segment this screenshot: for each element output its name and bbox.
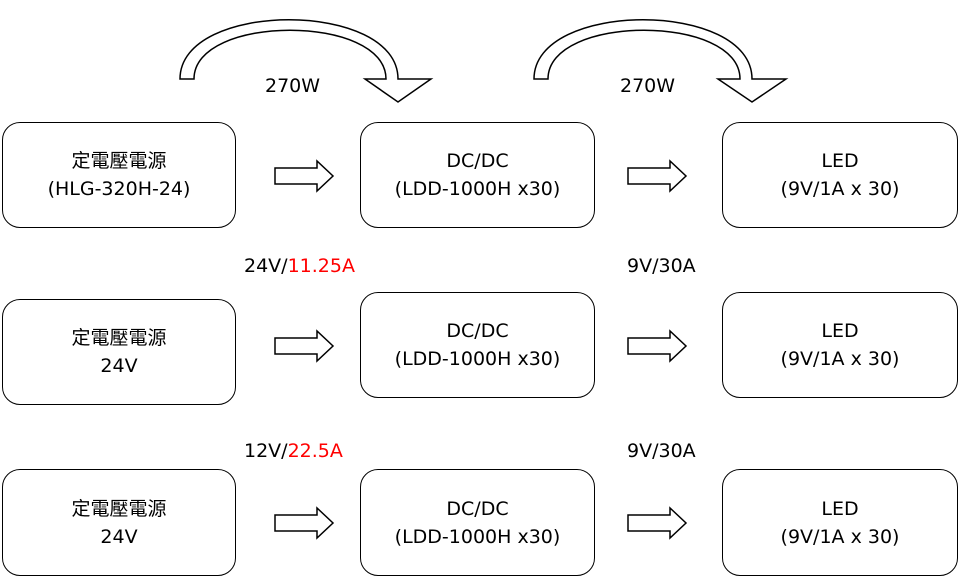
- converter-name: DC/DC: [446, 150, 509, 172]
- converter-box-row2: DC/DC (LDD-1000H x30): [360, 292, 595, 398]
- led-box-row2: LED (9V/1A x 30): [722, 292, 958, 398]
- power-supply-box-row1: 定電壓電源 (HLG-320H-24): [2, 122, 236, 228]
- led-box-row3: LED (9V/1A x 30): [722, 469, 958, 576]
- converter-model: (LDD-1000H x30): [394, 178, 561, 200]
- power-supply-name: 定電壓電源: [71, 150, 167, 172]
- power-supply-voltage: 24V: [100, 525, 138, 548]
- voltage-text: 12V/: [244, 440, 288, 462]
- converter-name: DC/DC: [446, 320, 509, 342]
- current-label-row3-left: 12V/22.5A: [244, 439, 343, 463]
- converter-box-row3: DC/DC (LDD-1000H x30): [360, 469, 595, 576]
- current-label-row2-left: 24V/11.25A: [244, 254, 355, 278]
- block-arrow-row1-a-icon: [274, 159, 335, 193]
- led-name: LED: [821, 497, 859, 520]
- led-name: LED: [821, 150, 859, 172]
- power-label-right: 270W: [620, 75, 676, 97]
- led-spec: (9V/1A x 30): [780, 178, 900, 200]
- converter-name: DC/DC: [446, 497, 509, 520]
- voltage-text: 24V/: [244, 255, 288, 277]
- block-arrow-row3-a-icon: [274, 506, 335, 540]
- power-supply-box-row2: 定電壓電源 24V: [2, 299, 236, 405]
- converter-model: (LDD-1000H x30): [394, 348, 561, 370]
- block-arrow-row1-b-icon: [627, 159, 688, 193]
- block-arrow-row2-a-icon: [274, 329, 335, 363]
- current-highlight-text: 22.5A: [287, 440, 343, 462]
- current-highlight-text: 11.25A: [287, 255, 355, 277]
- led-spec: (9V/1A x 30): [780, 525, 900, 548]
- led-spec: (9V/1A x 30): [780, 348, 900, 370]
- current-label-row2-right: 9V/30A: [627, 255, 696, 277]
- led-box-row1: LED (9V/1A x 30): [722, 122, 958, 228]
- power-supply-name: 定電壓電源: [71, 497, 167, 520]
- power-label-left: 270W: [265, 75, 321, 97]
- current-label-row3-right: 9V/30A: [627, 440, 696, 462]
- led-name: LED: [821, 320, 859, 342]
- converter-box-row1: DC/DC (LDD-1000H x30): [360, 122, 595, 228]
- block-arrow-row2-b-icon: [627, 329, 688, 363]
- power-supply-box-row3: 定電壓電源 24V: [2, 469, 236, 576]
- power-supply-model: (HLG-320H-24): [47, 178, 191, 200]
- power-supply-name: 定電壓電源: [71, 327, 167, 349]
- block-arrow-row3-b-icon: [627, 506, 688, 540]
- power-supply-voltage: 24V: [100, 355, 138, 377]
- converter-model: (LDD-1000H x30): [394, 525, 561, 548]
